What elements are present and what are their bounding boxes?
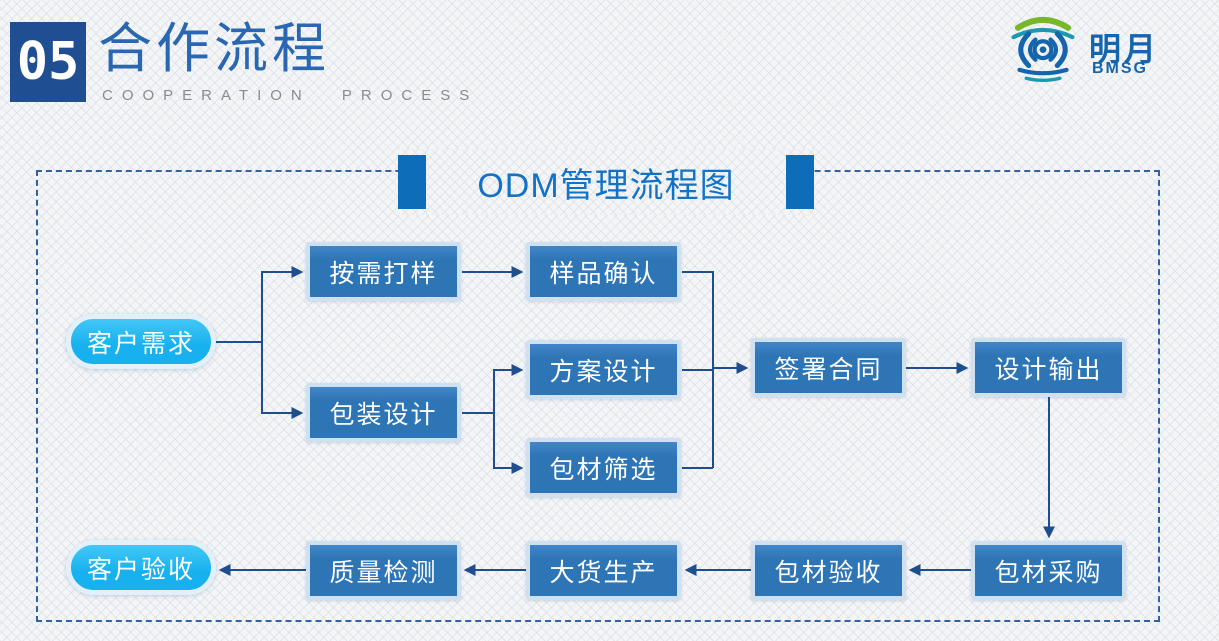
logo-name-text: 明月: [1089, 31, 1160, 67]
node-sample-confirmation: 样品确认: [526, 242, 681, 301]
node-quality-testing: 质量检测: [306, 541, 461, 600]
node-mass-production: 大货生产: [526, 541, 681, 600]
node-solution-design: 方案设计: [526, 340, 681, 399]
node-packaging-design: 包装设计: [306, 383, 461, 442]
node-customer-acceptance: 客户验收: [66, 540, 216, 595]
diagram-title-group: ODM管理流程图: [398, 149, 814, 215]
title-accent-bar-right: [785, 155, 814, 209]
page-subtitle: COOPERATION PROCESS: [102, 87, 479, 104]
section-number-badge: 05: [10, 22, 86, 102]
logo-abbr-text: BMSG: [1092, 60, 1148, 77]
node-material-screening: 包材筛选: [526, 438, 681, 497]
node-material-procurement: 包材采购: [971, 541, 1126, 600]
brightmoon-logo-icon: [1011, 16, 1075, 83]
node-contract-signing: 签署合同: [751, 338, 906, 397]
node-sample-making: 按需打样: [306, 242, 461, 301]
company-logo: 明月 BMSG: [1001, 4, 1211, 96]
diagram-title: ODM管理流程图: [477, 166, 735, 205]
node-customer-demand: 客户需求: [66, 314, 216, 369]
node-material-inspection: 包材验收: [751, 541, 906, 600]
page-title: 合作流程: [98, 19, 330, 79]
node-design-output: 设计输出: [971, 338, 1126, 397]
title-accent-bar-left: [398, 155, 426, 209]
